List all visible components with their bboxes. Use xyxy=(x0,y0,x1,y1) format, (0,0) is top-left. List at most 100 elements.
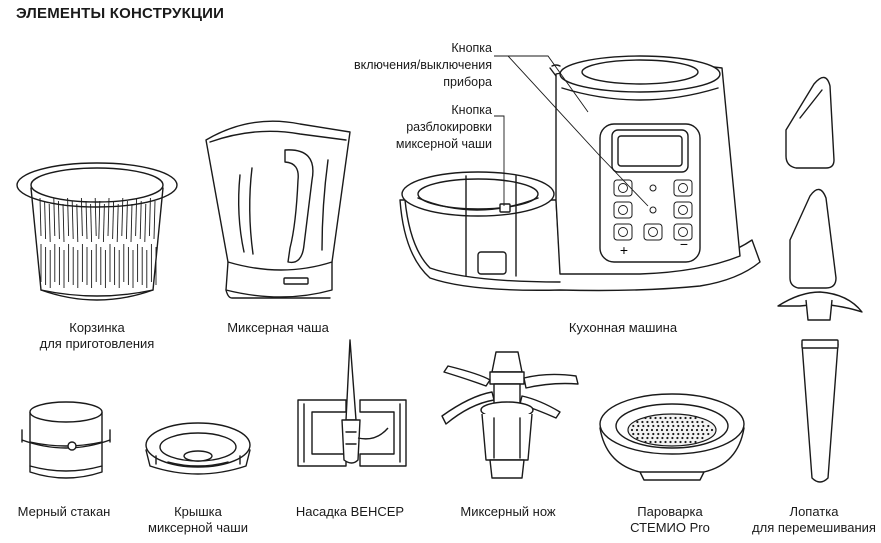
basket-slot xyxy=(116,203,119,243)
basket-slot xyxy=(130,203,133,243)
basket-caption: Корзинка для приготовления xyxy=(37,320,157,352)
panel-button xyxy=(613,201,633,219)
steamer-hole xyxy=(676,420,679,424)
steamer-hole xyxy=(681,436,684,440)
callout-line: прибора xyxy=(443,75,492,89)
steamer-hole xyxy=(669,440,672,444)
steamer-hole xyxy=(681,420,684,424)
steamer-hole xyxy=(667,432,670,436)
caption-line: Мерный стакан xyxy=(17,504,111,519)
steamer-hole xyxy=(676,436,679,440)
steamer-hole xyxy=(691,420,694,424)
steamer-hole xyxy=(690,428,694,432)
steamer-hole xyxy=(672,424,675,428)
steamer-hole xyxy=(656,420,659,424)
basket-slot xyxy=(62,203,65,243)
caption-line: Насадка ВЕНСЕР xyxy=(295,504,405,519)
steamer-hole xyxy=(701,420,704,424)
caption-line: Корзинка xyxy=(69,320,125,335)
panel-button-icon xyxy=(678,205,688,215)
caption-line: Лопатка xyxy=(789,504,839,519)
panel-button-icon xyxy=(618,227,628,237)
caption-line: Крышка xyxy=(174,504,222,519)
steamer-hole xyxy=(644,440,647,444)
steamer-hole xyxy=(657,432,660,436)
steamer-hole xyxy=(656,436,659,440)
kitchen-machine-illustration: + − xyxy=(399,55,761,292)
mixer-knife-illustration xyxy=(441,351,579,479)
steamer-hole xyxy=(664,440,667,444)
steamer-hole xyxy=(670,428,674,432)
bencer-attachment-caption: Насадка ВЕНСЕР xyxy=(288,504,412,520)
steamer-hole xyxy=(696,420,699,424)
basket-slot xyxy=(80,197,83,237)
panel-button xyxy=(613,223,633,241)
steamer-hole xyxy=(691,436,694,440)
steamer-hole xyxy=(666,436,669,440)
steamer-hole xyxy=(654,416,657,420)
caption-line: Пароварка xyxy=(637,504,703,519)
basket-slot xyxy=(153,200,156,240)
steamer-hole xyxy=(647,424,650,428)
power-button-callout: Кнопка включения/выключения прибора xyxy=(318,40,492,91)
basket-slot xyxy=(94,197,97,237)
steamer-hole xyxy=(694,416,697,420)
basket-slot xyxy=(85,200,88,240)
page-title: ЭЛЕМЕНТЫ КОНСТРУКЦИИ xyxy=(16,5,225,22)
mixer-knife-caption: Миксерный нож xyxy=(448,504,568,520)
basket-slot xyxy=(44,200,47,240)
steamer-hole xyxy=(644,416,647,420)
steamer-hole xyxy=(636,436,639,440)
steamer-hole xyxy=(650,428,654,432)
basket-slot xyxy=(67,197,70,237)
steamer-hole xyxy=(700,428,704,432)
steamer-hole xyxy=(662,424,665,428)
steamer-hole xyxy=(661,420,664,424)
steamer-hole xyxy=(655,428,659,432)
minus-symbol: − xyxy=(680,236,688,252)
steamer-hole xyxy=(674,440,677,444)
steamer-hole xyxy=(677,432,680,436)
steamer-hole xyxy=(689,416,692,420)
panel-indicator xyxy=(649,184,657,192)
basket-slot xyxy=(76,203,79,243)
steamer-hole xyxy=(686,420,689,424)
bencer-attachment-illustration xyxy=(297,339,407,467)
caption-line: для приготовления xyxy=(39,336,155,351)
steamer-hole xyxy=(689,440,692,444)
basket-slot xyxy=(102,203,105,243)
panel-button xyxy=(613,179,633,197)
callout-line: включения/выключения xyxy=(354,58,492,72)
panel-button-icon xyxy=(618,183,628,193)
caption-line: Миксерная чаша xyxy=(227,320,329,335)
callout-line: Кнопка xyxy=(451,41,492,55)
caption-line: миксерной чаши xyxy=(148,520,248,535)
steamer-hole xyxy=(661,436,664,440)
steamer-hole xyxy=(651,436,654,440)
steamer-hole xyxy=(664,416,667,420)
panel-button-icon xyxy=(678,227,688,237)
steamer-hole xyxy=(675,428,679,432)
steamer-hole xyxy=(702,432,705,436)
callout-line: Кнопка xyxy=(451,103,492,117)
steamer-hole xyxy=(682,424,685,428)
caption-line: Миксерный нож xyxy=(460,504,556,519)
steamer-hole xyxy=(646,420,649,424)
steamer-hole xyxy=(630,428,634,432)
bowl-lid-caption: Крышка миксерной чаши xyxy=(140,504,256,536)
steamer-hole xyxy=(647,432,650,436)
steamer-hole xyxy=(662,432,665,436)
steamer-hole xyxy=(687,432,690,436)
spatula-caption: Лопатка для перемешивания xyxy=(750,504,878,536)
panel-button xyxy=(643,223,663,241)
steamer-hole xyxy=(710,428,714,432)
steamer-hole xyxy=(649,440,652,444)
kitchen-machine-caption: Кухонная машина xyxy=(558,320,688,336)
steamer-hole xyxy=(684,416,687,420)
steamer-hole xyxy=(679,440,682,444)
steamer-hole xyxy=(696,436,699,440)
basket-slot xyxy=(144,203,147,243)
panel-button-icon xyxy=(678,183,688,193)
steamer-hole xyxy=(652,432,655,436)
